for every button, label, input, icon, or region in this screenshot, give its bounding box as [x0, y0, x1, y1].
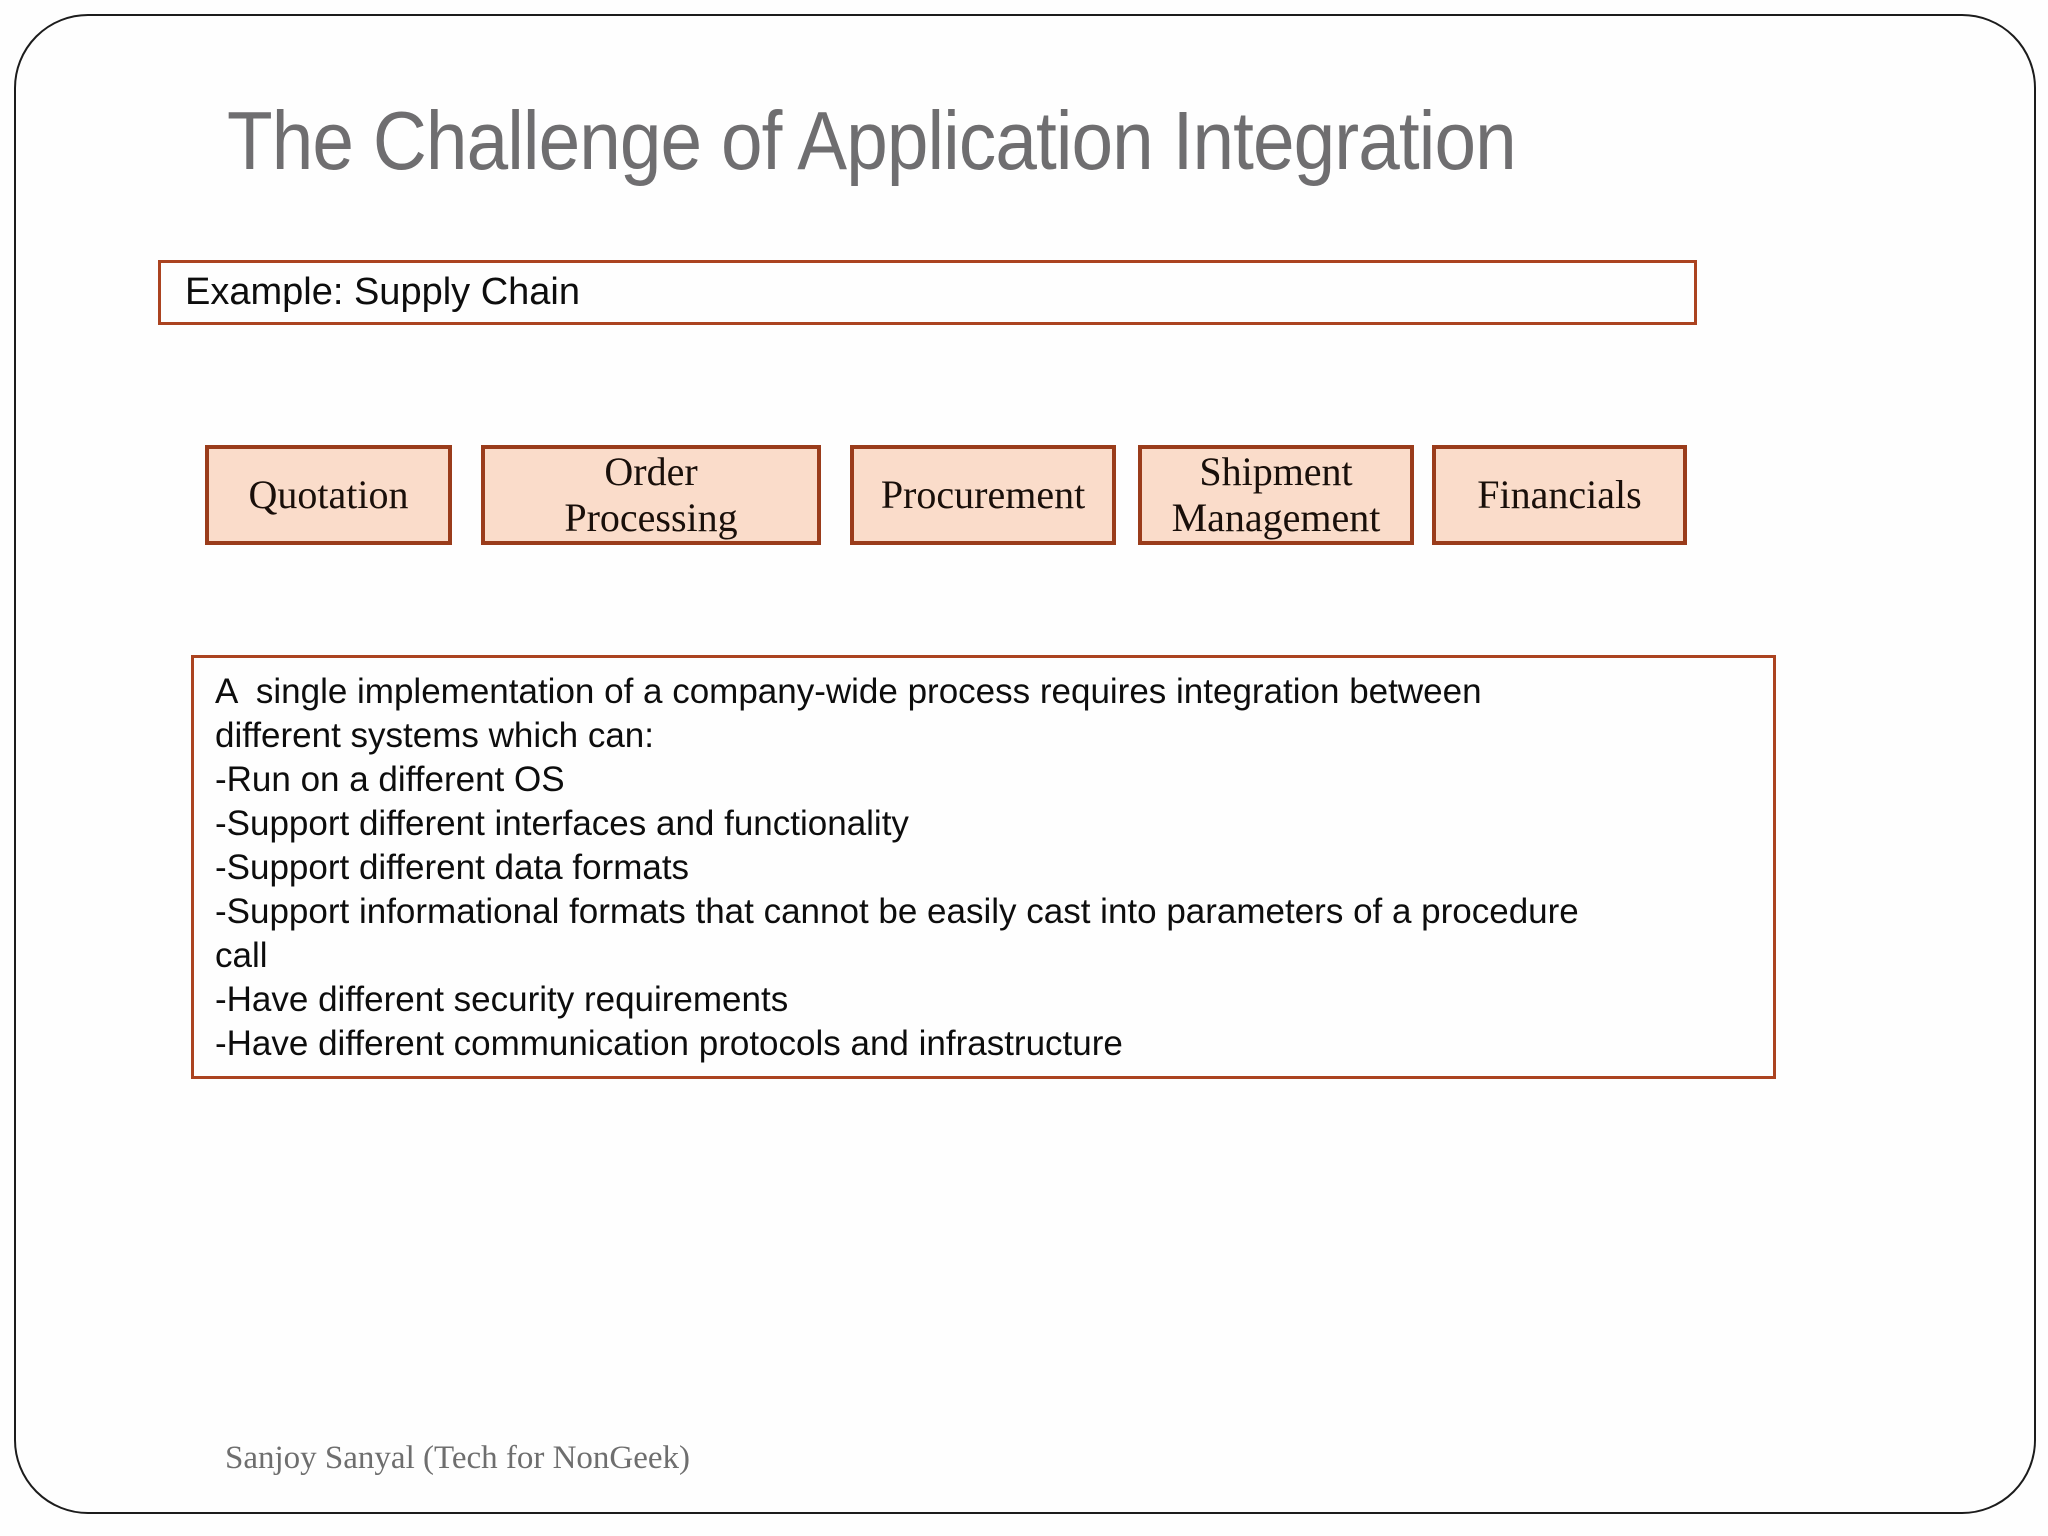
process-box-financials: Financials [1432, 445, 1687, 545]
example-label: Example: Supply Chain [185, 271, 580, 313]
description-line: -Support different interfaces and functi… [215, 804, 909, 843]
process-box-label: Order Processing [564, 449, 738, 540]
page-title: The Challenge of Application Integration [227, 94, 1517, 187]
description-line: -Support informational formats that cann… [215, 892, 1579, 931]
description-line: -Have different communication protocols … [215, 1024, 1123, 1063]
process-box-label: Quotation [248, 472, 409, 517]
process-box-label: Financials [1477, 472, 1642, 517]
process-box-shipment-management: Shipment Management [1138, 445, 1414, 545]
process-box-label: Procurement [880, 472, 1086, 517]
description-line: call [215, 936, 268, 975]
description-line: -Run on a different OS [215, 760, 565, 799]
footer-credit: Sanjoy Sanyal (Tech for NonGeek) [225, 1440, 691, 1476]
process-box-order-processing: Order Processing [481, 445, 821, 545]
process-box-procurement: Procurement [850, 445, 1116, 545]
slide-rounded-border [14, 14, 2036, 1514]
example-callout-box: Example: Supply Chain [158, 260, 1697, 325]
description-line: A single implementation of a company-wid… [215, 672, 1482, 711]
description-line: -Have different security requirements [215, 980, 789, 1019]
integration-description-box: A single implementation of a company-wid… [191, 655, 1776, 1079]
process-box-quotation: Quotation [205, 445, 452, 545]
description-line: -Support different data formats [215, 848, 690, 887]
description-line: different systems which can: [215, 716, 654, 755]
process-box-label: Shipment Management [1171, 449, 1381, 540]
